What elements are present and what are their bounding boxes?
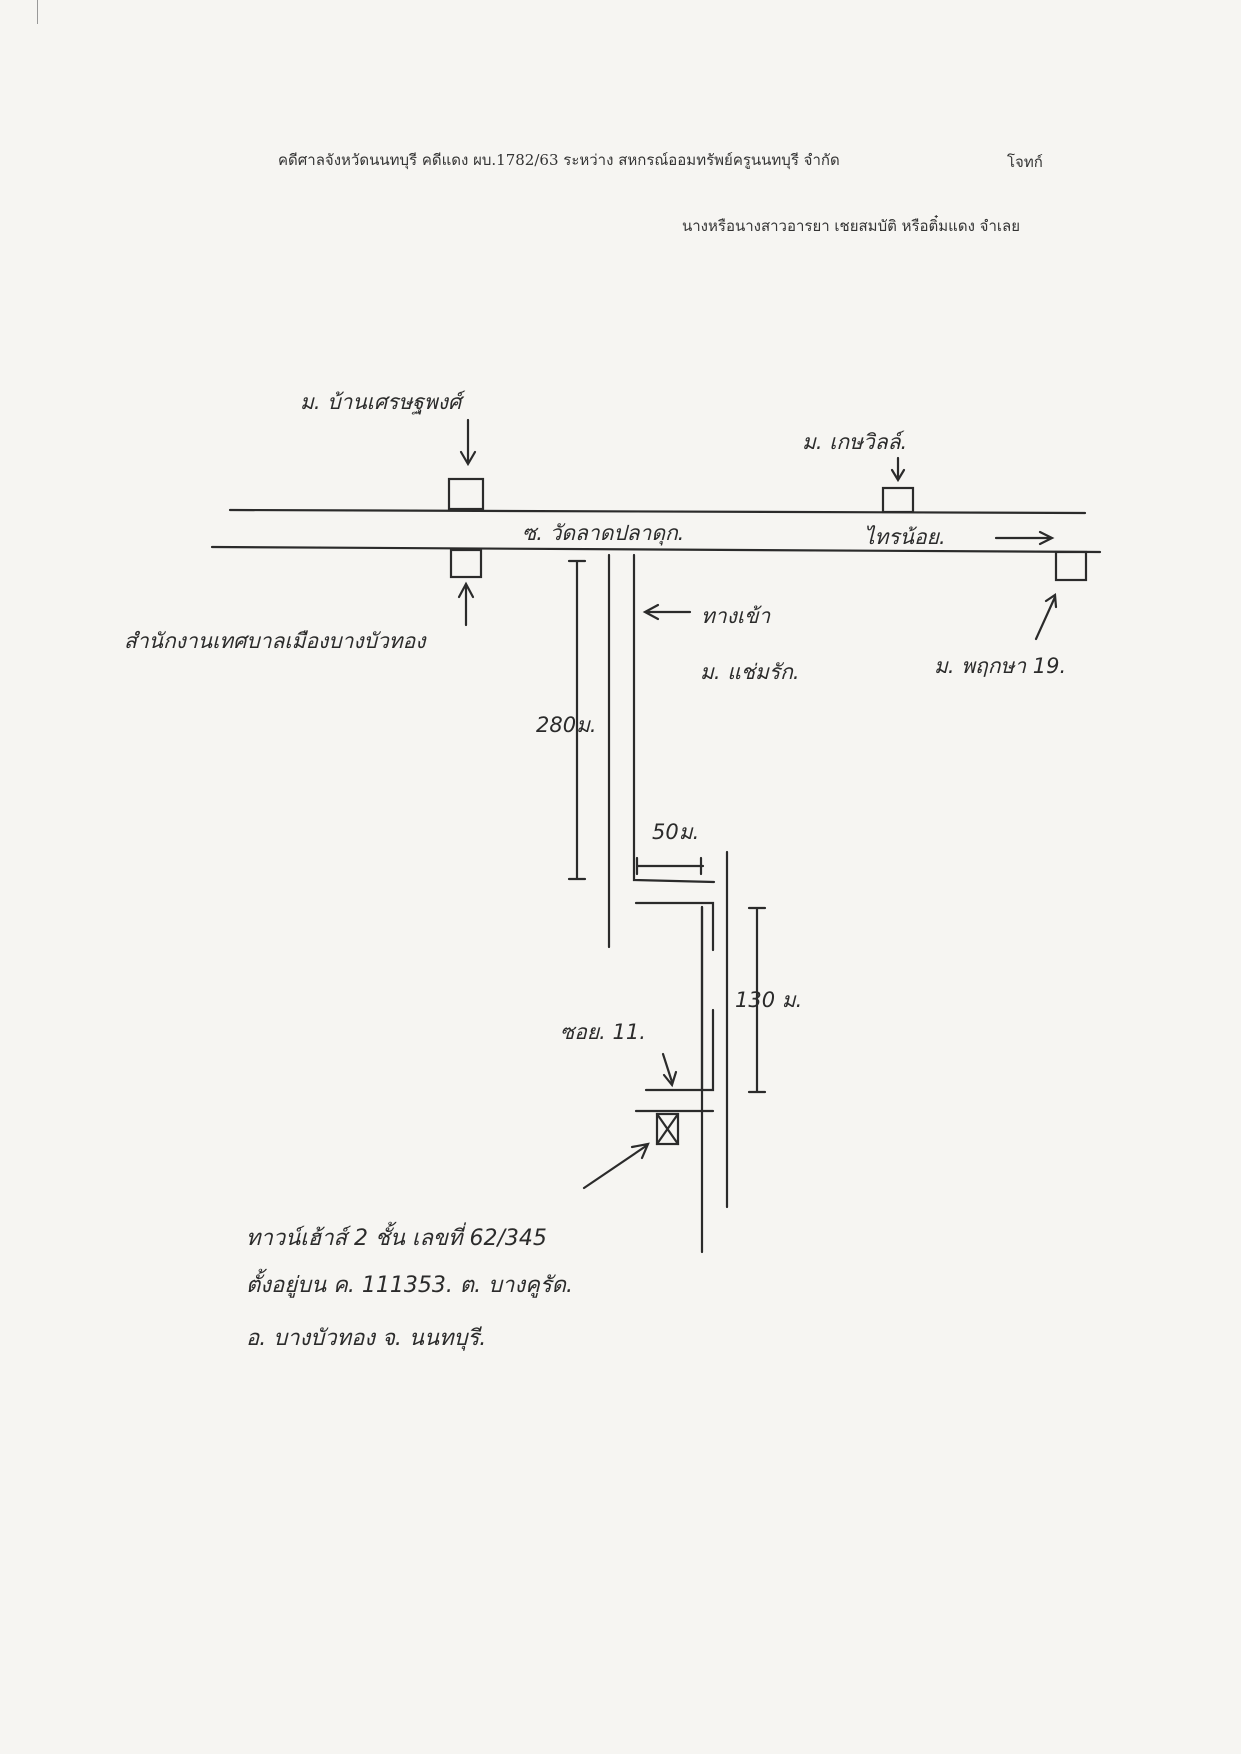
building-bottom-left [449, 548, 483, 579]
arrow-property [582, 1142, 650, 1190]
side-road-right-edge [632, 553, 716, 884]
property-line-2: ตั้งอยู่บน ค. 111353. ต. บางคูรัด. [246, 1273, 573, 1298]
label-alley: ซอย. 11. [560, 1020, 646, 1044]
property-marker [655, 1112, 680, 1146]
dimension-50 [635, 856, 705, 876]
scan-edge-mark [37, 0, 38, 24]
arrow-to-top-left [459, 418, 477, 467]
label-entrance: ทางเข้า [701, 604, 771, 628]
label-main-road: ซ. วัดลาดปลาดุก. [522, 521, 685, 545]
arrow-alley [661, 1052, 678, 1088]
arrow-to-top-right [890, 456, 906, 483]
plaintiff-role: โจทก์ [1007, 153, 1043, 171]
case-title-line: คดีศาลจังหวัดนนทบุรี คดีแดง ผบ.1782/63 ร… [278, 151, 840, 169]
dimension-280 [567, 559, 587, 881]
label-distance-50: 50ม. [652, 820, 700, 844]
label-landmark-bottom-left: สำนักงานเทศบาลเมืองบางบัวทอง [124, 629, 426, 653]
building-top-right [881, 486, 915, 514]
label-direction: ไทรน้อย. [864, 525, 946, 549]
arrow-entrance [642, 603, 692, 621]
building-bottom-right [1054, 550, 1088, 582]
label-landmark-top-right: ม. เกษวิลล์. [802, 430, 908, 454]
alley-upper [634, 901, 715, 1092]
property-line-3: อ. บางบัวทอง จ. นนทบุรี. [246, 1326, 487, 1351]
main-road-bottom-edge [210, 545, 1102, 554]
label-distance-280: 280ม. [536, 713, 597, 737]
arrow-to-bottom-left [457, 581, 475, 627]
defendant-line: นางหรือนางสาวอารยา เชยสมบัติ หรือติ๋มแดง… [682, 217, 1020, 235]
arrow-direction [994, 530, 1055, 546]
label-landmark-top-left: ม. บ้านเศรษฐพงศ์ [300, 390, 462, 414]
building-top-left [447, 477, 485, 511]
property-line-1: ทาวน์เฮ้าส์ 2 ชั้น เลขที่ 62/345 [246, 1226, 547, 1251]
property-cross [655, 1112, 680, 1146]
label-landmark-bottom-right: ม. พฤกษา 19. [934, 654, 1067, 678]
arrow-to-bottom-right [1034, 593, 1058, 641]
main-road-top-edge [228, 508, 1087, 515]
dimension-130 [747, 906, 767, 1094]
label-side-village: ม. แช่มรัก. [700, 660, 800, 684]
label-distance-130: 130 ม. [735, 988, 803, 1012]
